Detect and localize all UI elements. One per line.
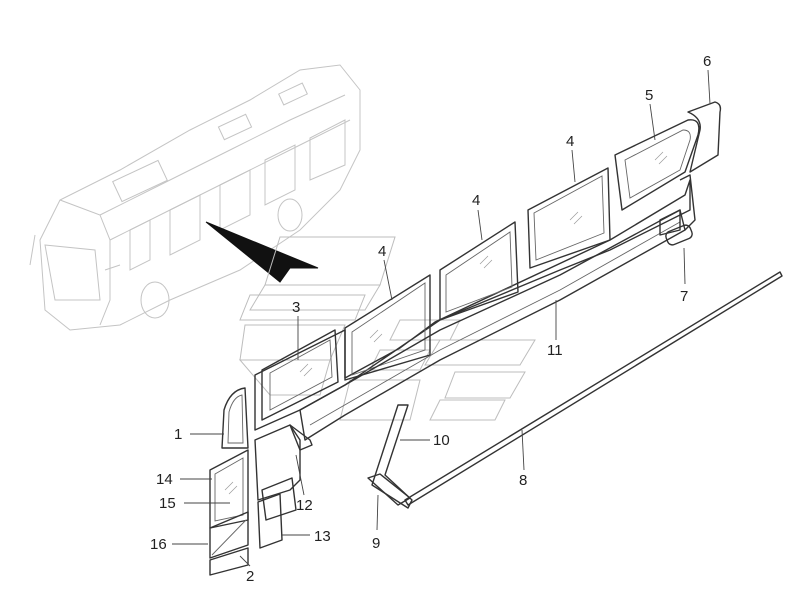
front-left-windows: [209, 387, 249, 576]
part-14-window: [209, 449, 249, 529]
part-13-panel: [257, 493, 283, 549]
bus-thumbnail: [29, 64, 361, 331]
part-7-lamp: [665, 224, 693, 246]
part-12-panel: [261, 477, 297, 521]
part-6-trim: [687, 101, 722, 173]
side-window-assembly: [254, 167, 696, 441]
ghost-outlines: [238, 236, 536, 421]
front-centre-pieces: [254, 424, 313, 549]
part-8-strip: [404, 271, 783, 506]
label-12: 12: [296, 497, 313, 514]
part-2-panel: [209, 547, 249, 576]
leader-lines: [172, 69, 711, 567]
label-4c: 4: [566, 133, 574, 150]
label-3: 3: [292, 299, 300, 316]
part-5-window: [614, 119, 700, 211]
label-10: 10: [433, 432, 450, 449]
callout-labels: 1 2 3 4 4 4 5 6 7 8 9 10 11 12 13 14 15 …: [150, 53, 711, 585]
label-16: 16: [150, 536, 167, 553]
label-7: 7: [680, 288, 688, 305]
label-1: 1: [174, 426, 182, 443]
part-1-window: [221, 387, 249, 449]
label-8: 8: [519, 472, 527, 489]
label-13: 13: [314, 528, 331, 545]
label-2: 2: [246, 568, 254, 585]
part-16-window: [209, 511, 249, 559]
label-5: 5: [645, 87, 653, 104]
label-4b: 4: [472, 192, 480, 209]
label-6: 6: [703, 53, 711, 70]
label-14: 14: [156, 471, 173, 488]
label-11: 11: [547, 342, 563, 359]
label-15: 15: [159, 495, 176, 512]
label-9: 9: [372, 535, 380, 552]
label-4a: 4: [378, 243, 386, 260]
direction-arrow: [205, 221, 319, 283]
part-9-10-trim: [367, 404, 413, 509]
